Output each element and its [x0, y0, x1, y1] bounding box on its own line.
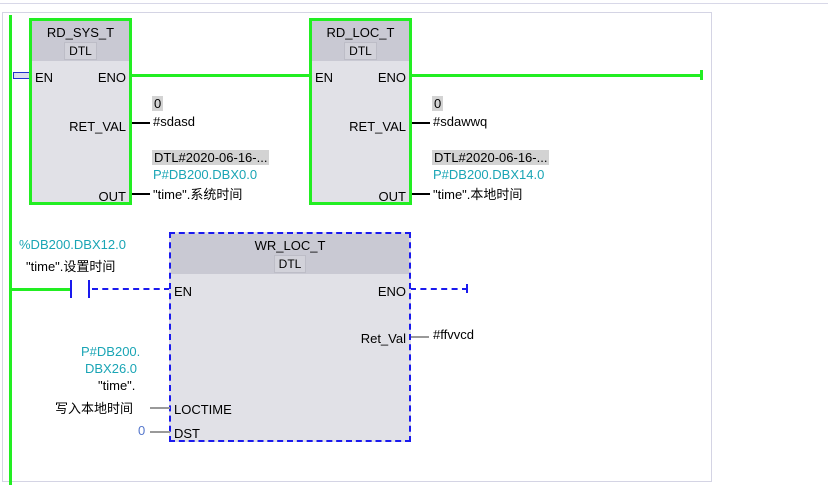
- loctime-address-1: P#DB200.: [81, 344, 141, 359]
- contact-operand[interactable]: "time".设置时间: [26, 259, 116, 274]
- wire-dst: [150, 431, 170, 433]
- pin-loctime: LOCTIME: [174, 402, 232, 417]
- block-title: RD_LOC_T: [326, 25, 395, 40]
- ret-operand[interactable]: #sdasd: [153, 114, 195, 129]
- pin-en: EN: [315, 70, 334, 85]
- wire-end: [700, 70, 703, 80]
- pin-ret-val: RET_VAL: [349, 119, 406, 134]
- wr-loc-t-block[interactable]: WR_LOC_T DTL EN ENO Ret_Val LOCTIME DST: [169, 232, 411, 442]
- top-divider: [0, 3, 828, 4]
- pin-eno: ENO: [377, 284, 406, 299]
- wire-eno2-out: [411, 74, 701, 77]
- wire-loctime: [150, 407, 170, 409]
- block-title: WR_LOC_T: [254, 238, 326, 253]
- contact-address: %DB200.DBX12.0: [19, 237, 126, 252]
- out-operand[interactable]: "time".本地时间: [433, 187, 523, 202]
- out-value: DTL#2020-06-16-...: [152, 150, 270, 165]
- wire-out: [412, 193, 430, 195]
- block-type[interactable]: DTL: [273, 255, 307, 273]
- pin-ret-val: RET_VAL: [69, 119, 126, 134]
- wire-eno1-en2: [131, 74, 309, 77]
- wire-end: [466, 284, 468, 293]
- rd-loc-t-block[interactable]: RD_LOC_T DTL EN ENO RET_VAL OUT: [309, 18, 412, 205]
- wire-eno3: [410, 288, 468, 290]
- wire-ret: [412, 122, 430, 124]
- loctime-address-2: DBX26.0: [85, 361, 138, 376]
- dst-value[interactable]: 0: [138, 423, 146, 438]
- out-value: DTL#2020-06-16-...: [432, 150, 550, 165]
- power-rail: [9, 15, 12, 485]
- out-address: P#DB200.DBX0.0: [153, 167, 258, 182]
- contact-no[interactable]: [70, 280, 90, 298]
- block-title: RD_SYS_T: [46, 25, 115, 40]
- pin-en: EN: [174, 284, 193, 299]
- ret-value: 0: [432, 96, 444, 111]
- ret-value: 0: [152, 96, 164, 111]
- block-type[interactable]: DTL: [64, 42, 97, 60]
- loctime-operand-2[interactable]: 写入本地时间: [55, 401, 134, 416]
- pin-dst: DST: [174, 426, 200, 441]
- pin-en: EN: [35, 70, 54, 85]
- pin-out: OUT: [98, 189, 126, 204]
- pin-ret-val: Ret_Val: [360, 331, 406, 346]
- ret-operand[interactable]: #sdawwq: [433, 114, 488, 129]
- out-operand[interactable]: "time".系统时间: [153, 187, 243, 202]
- loctime-operand-1[interactable]: "time".: [98, 378, 136, 393]
- rd-sys-t-block[interactable]: RD_SYS_T DTL EN ENO RET_VAL OUT: [29, 18, 132, 205]
- pin-out: OUT: [378, 189, 406, 204]
- wire-ret: [132, 122, 150, 124]
- pin-eno: ENO: [377, 70, 406, 85]
- wire-contact-en: [92, 288, 170, 290]
- wire-ret: [411, 336, 429, 338]
- ret-operand[interactable]: #ffvvcd: [433, 327, 474, 342]
- wire-out: [132, 193, 150, 195]
- out-address: P#DB200.DBX14.0: [433, 167, 545, 182]
- wire-rail-contact: [11, 288, 71, 291]
- block-type[interactable]: DTL: [344, 42, 377, 60]
- pin-eno: ENO: [97, 70, 126, 85]
